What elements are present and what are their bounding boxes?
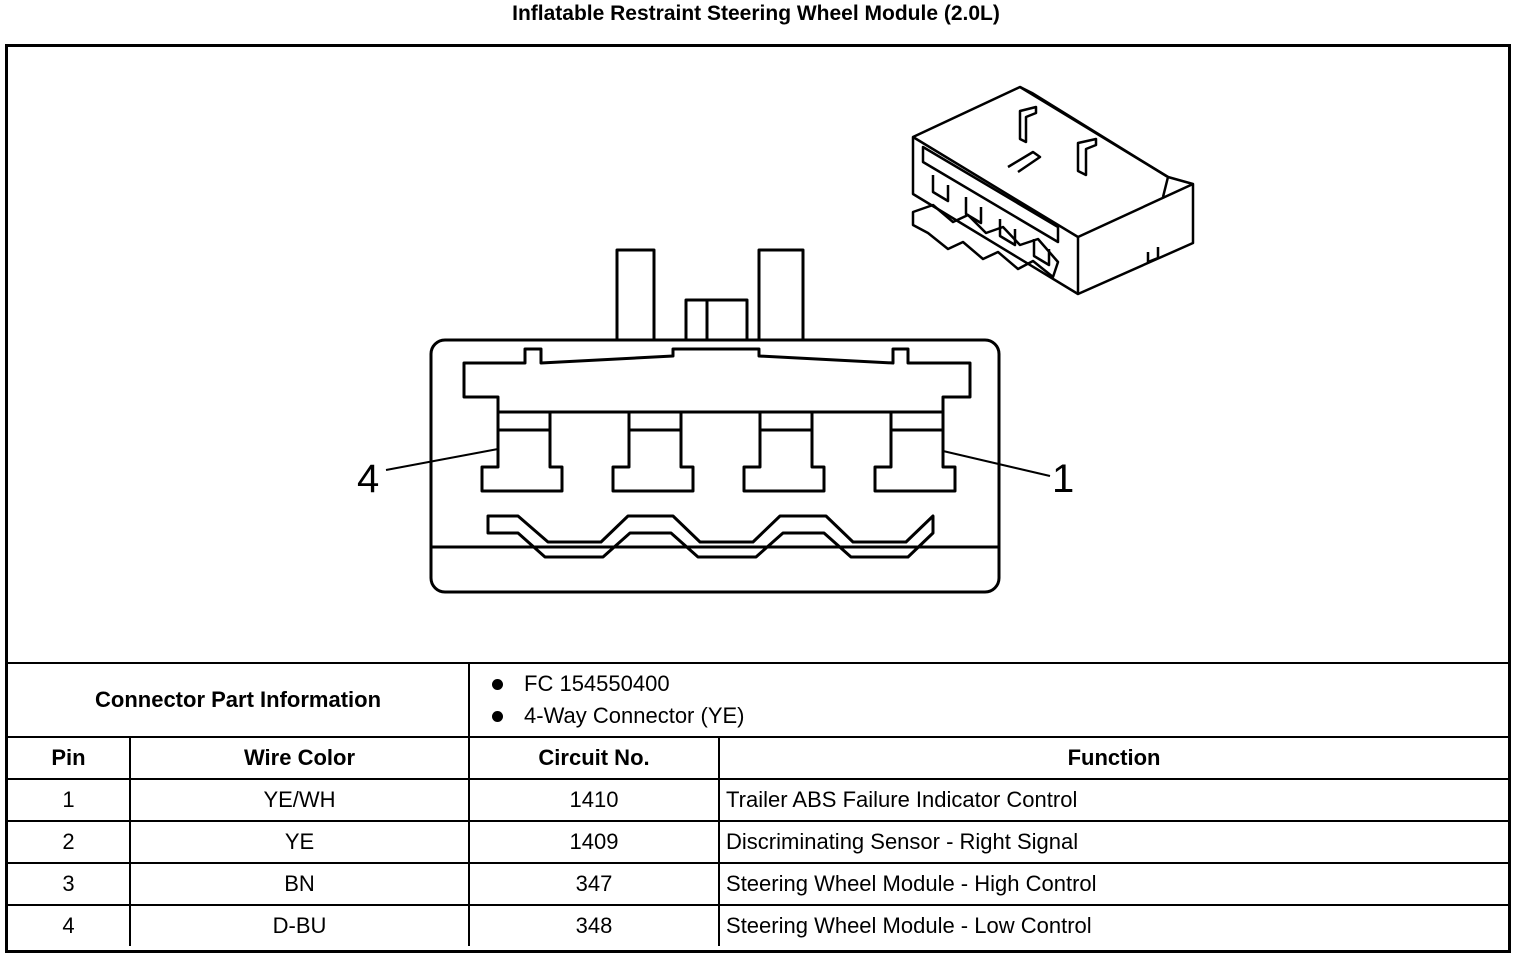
connector-isometric <box>911 85 1195 296</box>
function-cell: Discriminating Sensor - Right Signal <box>718 820 1509 864</box>
pin-cavity-2 <box>742 412 826 493</box>
function-cell: Steering Wheel Module - Low Control <box>718 904 1509 946</box>
circuit-cell: 347 <box>468 862 721 906</box>
wire-color-cell: BN <box>128 862 471 906</box>
pin-cavity-1 <box>873 412 957 493</box>
diagram-title: Inflatable Restraint Steering Wheel Modu… <box>512 2 1000 25</box>
circuit-cell: 1410 <box>468 778 721 822</box>
table-row: 1 YE/WH 1410 Trailer ABS Failure Indicat… <box>8 778 1509 822</box>
header-pin: Pin <box>8 736 131 780</box>
connector-table: Connector Part Information FC 154550400 … <box>8 662 1509 946</box>
connector-part-info-label: Connector Part Information <box>8 662 471 738</box>
latch-post-left <box>615 248 656 340</box>
pin-cell: 2 <box>8 820 131 864</box>
iso-latch-right <box>1076 137 1098 177</box>
connector-diagram: 4 1 <box>357 85 1195 594</box>
wire-color-cell: D-BU <box>128 904 471 946</box>
connector-part-info-values: FC 154550400 4-Way Connector (YE) <box>468 662 1509 738</box>
wire-color-cell: YE <box>128 820 471 864</box>
pin-cavity-4 <box>480 412 564 493</box>
terminal-bar <box>462 347 972 414</box>
connector-outline <box>429 338 1001 594</box>
leader-line-pin-4 <box>385 448 499 471</box>
circuit-cell: 1409 <box>468 820 721 864</box>
pin-cell: 4 <box>8 904 131 946</box>
table-row: 3 BN 347 Steering Wheel Module - High Co… <box>8 862 1509 906</box>
diagram-frame: 4 1 C <box>5 44 1511 953</box>
pin-cell: 3 <box>8 862 131 906</box>
header-function: Function <box>718 736 1509 780</box>
table-header-row: Pin Wire Color Circuit No. Function <box>8 736 1509 780</box>
pin-cell: 1 <box>8 778 131 822</box>
iso-latch-left <box>1018 105 1038 144</box>
leader-line-pin-1 <box>942 450 1051 477</box>
header-wire-color: Wire Color <box>128 736 471 780</box>
iso-keying-rib <box>911 203 1060 279</box>
connector-type: 4-Way Connector (YE) <box>492 700 1502 732</box>
wire-color-cell: YE/WH <box>128 778 471 822</box>
connector-face <box>385 248 1051 594</box>
keying-rib <box>486 514 935 559</box>
header-circuit-no: Circuit No. <box>468 736 721 780</box>
function-cell: Steering Wheel Module - High Control <box>718 862 1509 906</box>
pin-label-4: 4 <box>357 457 379 501</box>
latch-post-right <box>757 248 805 340</box>
table-row: 2 YE 1409 Discriminating Sensor - Right … <box>8 820 1509 864</box>
table-row: 4 D-BU 348 Steering Wheel Module - Low C… <box>8 904 1509 946</box>
latch-center <box>684 298 749 340</box>
iso-body-outline <box>911 85 1195 296</box>
part-number: FC 154550400 <box>492 668 1502 700</box>
circuit-cell: 348 <box>468 904 721 946</box>
function-cell: Trailer ABS Failure Indicator Control <box>718 778 1509 822</box>
pin-label-1: 1 <box>1052 457 1074 501</box>
pin-cavity-3 <box>611 412 695 493</box>
